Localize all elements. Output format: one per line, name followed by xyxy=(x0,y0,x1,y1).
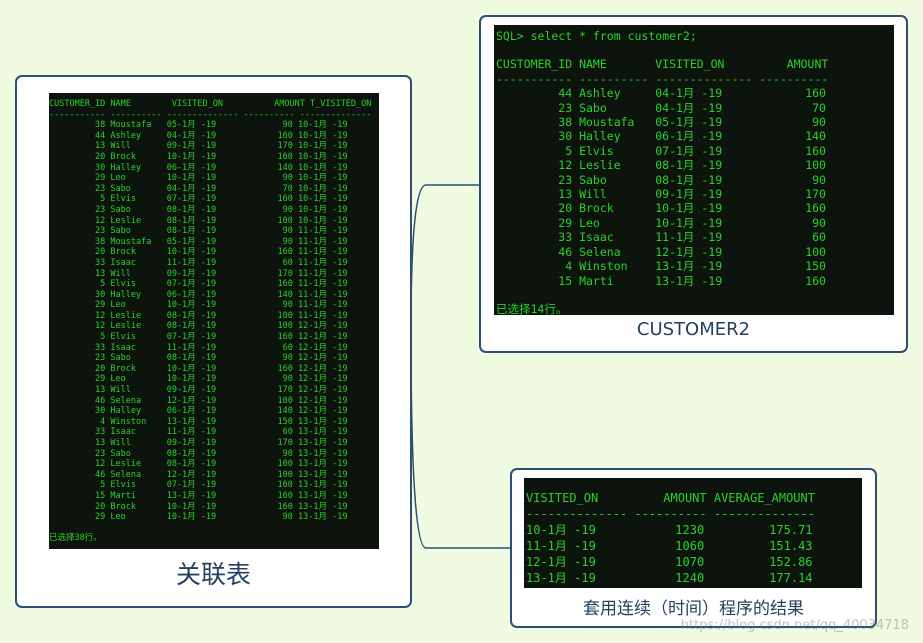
joined-table-footer: 已选择38行。 xyxy=(49,532,102,543)
customer2-card: SQL> select * from customer2; CUSTOMER_I… xyxy=(479,15,908,353)
table-row: 20 Brock 10-1月 -19 160 12-1月 -19 xyxy=(49,363,348,374)
table-row: 5 Elvis 07-1月 -19 160 xyxy=(496,143,826,158)
table-row: 15 Marti 13-1月 -19 160 xyxy=(496,273,826,288)
customer2-terminal: SQL> select * from customer2; CUSTOMER_I… xyxy=(494,25,894,315)
joined-table-header: CUSTOMER_ID NAME VISITED_ON AMOUNT T_VIS… xyxy=(49,99,372,109)
customer2-command: SQL> select * from customer2; xyxy=(496,29,697,43)
table-row: 38 Moustafa 05-1月 -19 90 xyxy=(496,115,826,130)
table-row: 23 Sabo 04-1月 -19 70 10-1月 -19 xyxy=(49,183,348,194)
table-row: 33 Isaac 11-1月 -19 60 13-1月 -19 xyxy=(49,427,348,438)
result-card: VISITED_ON AMOUNT AVERAGE_AMOUNT -------… xyxy=(510,468,877,628)
table-row: 30 Halley 06-1月 -19 140 10-1月 -19 xyxy=(49,162,348,173)
table-row: 5 Elvis 07-1月 -19 160 12-1月 -19 xyxy=(49,332,348,343)
table-row: 15 Marti 13-1月 -19 160 13-1月 -19 xyxy=(49,490,348,501)
table-row: 23 Sabo 08-1月 -19 90 13-1月 -19 xyxy=(49,448,348,459)
result-rows: 10-1月 -19 1230 175.71 11-1月 -19 1060 151.… xyxy=(526,522,815,586)
customer2-divider: ----------- ---------- -------------- --… xyxy=(496,71,829,86)
result-divider: -------------- ---------- -------------- xyxy=(526,507,815,521)
table-row: 30 Halley 06-1月 -19 140 12-1月 -19 xyxy=(49,406,348,417)
table-row: 5 Elvis 07-1月 -19 160 13-1月 -19 xyxy=(49,480,348,491)
table-row: 44 Ashley 04-1月 -19 160 xyxy=(496,86,826,101)
table-row: 29 Leo 10-1月 -19 90 12-1月 -19 xyxy=(49,374,348,385)
table-row: 46 Selena 12-1月 -19 100 xyxy=(496,244,826,259)
table-row: 23 Sabo 08-1月 -19 90 11-1月 -19 xyxy=(49,226,348,237)
table-row: 30 Halley 06-1月 -19 140 xyxy=(496,129,826,144)
table-row: 29 Leo 10-1月 -19 90 xyxy=(496,215,826,230)
table-row: 13 Will 09-1月 -19 170 12-1月 -19 xyxy=(49,385,348,396)
table-row: 12-1月 -19 1070 152.86 xyxy=(526,555,813,569)
joined-table-rows: 38 Moustafa 05-1月 -19 90 10-1月 -19 44 As… xyxy=(49,120,379,523)
table-row: 33 Isaac 11-1月 -19 60 xyxy=(496,230,826,245)
table-row: 23 Sabo 08-1月 -19 90 10-1月 -19 xyxy=(49,204,348,215)
table-row: 12 Leslie 08-1月 -19 100 11-1月 -19 xyxy=(49,310,348,321)
result-terminal: VISITED_ON AMOUNT AVERAGE_AMOUNT -------… xyxy=(524,478,862,588)
table-row: 5 Elvis 07-1月 -19 160 10-1月 -19 xyxy=(49,194,348,205)
table-row: 23 Sabo 08-1月 -19 90 xyxy=(496,172,826,187)
joined-table-divider: ----------- ---------- -------------- --… xyxy=(49,109,372,120)
customer2-footer: 已选择14行。 xyxy=(496,301,568,315)
table-row: 29 Leo 10-1月 -19 90 11-1月 -19 xyxy=(49,300,348,311)
table-row: 13 Will 09-1月 -19 170 13-1月 -19 xyxy=(49,438,348,448)
table-row: 4 Winston 13-1月 -19 150 13-1月 -19 xyxy=(49,416,348,427)
table-row: 5 Elvis 07-1月 -19 160 11-1月 -19 xyxy=(49,279,348,290)
table-row: 33 Isaac 11-1月 -19 60 12-1月 -19 xyxy=(49,342,348,353)
customer2-rows: 44 Ashley 04-1月 -19 160 23 Sabo 04-1月 -1… xyxy=(496,86,828,288)
table-row: 4 Winston 13-1月 -19 150 xyxy=(496,259,826,274)
table-row: 44 Ashley 04-1月 -19 160 10-1月 -19 xyxy=(49,130,348,141)
table-row: 38 Moustafa 05-1月 -19 90 10-1月 -19 xyxy=(49,120,348,131)
joined-table-terminal: CUSTOMER_ID NAME VISITED_ON AMOUNT T_VIS… xyxy=(49,93,379,549)
table-row: 29 Leo 10-1月 -19 90 13-1月 -19 xyxy=(49,512,348,523)
table-row: 12 Leslie 08-1月 -19 100 xyxy=(496,158,826,173)
table-row: 13-1月 -19 1240 177.14 xyxy=(526,571,813,585)
table-row: 11-1月 -19 1060 151.43 xyxy=(526,539,813,553)
table-row: 20 Brock 10-1月 -19 160 13-1月 -19 xyxy=(49,501,348,512)
result-header: VISITED_ON AMOUNT AVERAGE_AMOUNT xyxy=(526,491,815,505)
table-row: 38 Moustafa 05-1月 -19 90 11-1月 -19 xyxy=(49,236,348,247)
customer2-caption: CUSTOMER2 xyxy=(636,319,751,340)
table-row: 23 Sabo 04-1月 -19 70 xyxy=(496,100,826,115)
customer2-header: CUSTOMER_ID NAME VISITED_ON AMOUNT xyxy=(496,57,829,72)
table-row: 20 Brock 10-1月 -19 160 11-1月 -19 xyxy=(49,247,348,258)
watermark: https://blog.csdn.net/qq_40034718 xyxy=(680,618,909,633)
table-row: 10-1月 -19 1230 175.71 xyxy=(526,523,813,537)
table-row: 29 Leo 10-1月 -19 90 10-1月 -19 xyxy=(49,173,348,184)
table-row: 23 Sabo 08-1月 -19 90 12-1月 -19 xyxy=(49,353,348,364)
table-row: 20 Brock 10-1月 -19 160 10-1月 -19 xyxy=(49,151,348,162)
table-row: 13 Will 09-1月 -19 170 10-1月 -19 xyxy=(49,141,348,152)
table-row: 46 Selena 12-1月 -19 100 12-1月 -19 xyxy=(49,395,348,406)
table-row: 13 Will 09-1月 -19 170 11-1月 -19 xyxy=(49,268,348,279)
table-row: 30 Halley 06-1月 -19 140 11-1月 -19 xyxy=(49,289,348,300)
table-row: 13 Will 09-1月 -19 170 xyxy=(496,187,826,202)
joined-table-card: CUSTOMER_ID NAME VISITED_ON AMOUNT T_VIS… xyxy=(15,75,412,608)
table-row: 12 Leslie 08-1月 -19 100 12-1月 -19 xyxy=(49,321,348,332)
table-row: 12 Leslie 08-1月 -19 100 13-1月 -19 xyxy=(49,459,348,470)
table-row: 46 Selena 12-1月 -19 100 13-1月 -19 xyxy=(49,469,348,480)
result-caption: 套用连续（时间）程序的结果 xyxy=(583,599,804,619)
joined-table-caption: 关联表 xyxy=(175,560,251,589)
table-row: 20 Brock 10-1月 -19 160 xyxy=(496,201,826,216)
table-row: 33 Isaac 11-1月 -19 60 11-1月 -19 xyxy=(49,257,348,268)
table-row: 12 Leslie 08-1月 -19 100 10-1月 -19 xyxy=(49,215,348,226)
